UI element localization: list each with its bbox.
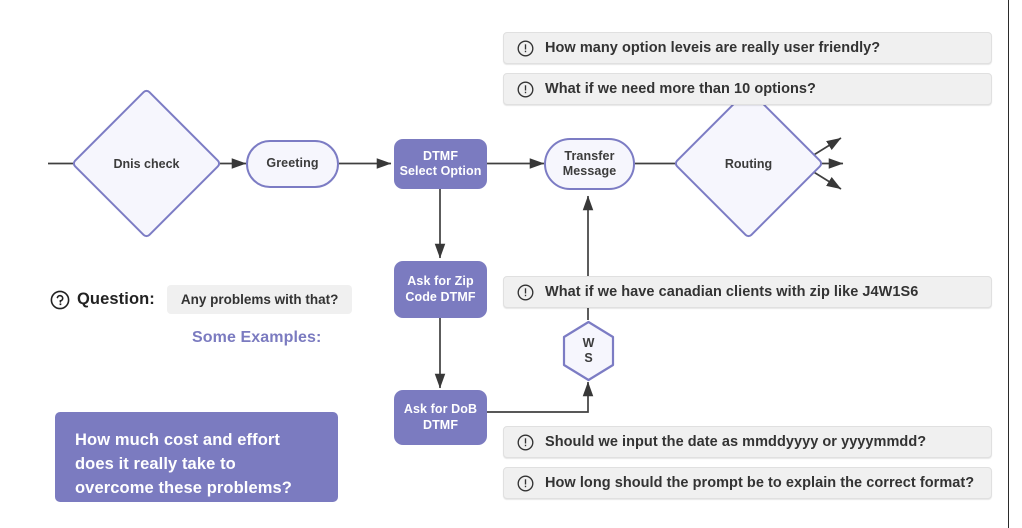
flow-node-label-line1: Transfer <box>564 148 615 163</box>
exclamation-circle-icon <box>517 40 534 57</box>
flow-node-label: W S <box>561 320 616 382</box>
flow-node-label-line1: W <box>582 336 595 351</box>
exclamation-circle-icon <box>517 434 534 451</box>
flow-node-dnis-check[interactable]: Dnis check <box>70 87 223 240</box>
callout-canadian-zip[interactable]: What if we have canadian clients with zi… <box>503 276 992 308</box>
flow-node-transfer-message[interactable]: Transfer Message <box>544 138 635 190</box>
question-pill[interactable]: Any problems with that? <box>166 285 353 314</box>
flow-node-label-line1: DTMF <box>422 148 459 163</box>
slide-right-edge <box>1008 0 1009 528</box>
flow-node-label-line2: DTMF <box>422 417 459 432</box>
flow-node-label: DTMF Select Option <box>400 149 482 180</box>
flow-node-label-line2: S <box>584 351 593 365</box>
flow-node-label-line2: Message <box>562 164 617 178</box>
callout-date-format[interactable]: Should we input the date as mmddyyyy or … <box>503 426 992 458</box>
flow-node-greeting[interactable]: Greeting <box>246 140 339 188</box>
callout-text: What if we have canadian clients with zi… <box>545 284 919 300</box>
statement-box: How much cost and effort does it really … <box>55 412 338 502</box>
callout-text: How long should the prompt be to explain… <box>545 475 975 491</box>
flow-node-dtmf-select-option[interactable]: DTMF Select Option <box>394 139 487 189</box>
flow-node-label: Transfer Message <box>563 149 617 180</box>
callout-more-than-10[interactable]: What if we need more than 10 options? <box>503 73 992 105</box>
flow-node-routing[interactable]: Routing <box>672 87 825 240</box>
flow-node-label: Ask for DoB DTMF <box>404 402 477 433</box>
exclamation-circle-icon <box>517 475 534 492</box>
hexagon-shape <box>562 320 615 382</box>
question-circle-icon <box>50 290 70 310</box>
flow-node-label-line2: Code DTMF <box>405 289 476 304</box>
exclamation-circle-icon <box>517 81 534 98</box>
callout-text: Should we input the date as mmddyyyy or … <box>545 434 927 450</box>
flow-node-ws[interactable]: W S <box>561 320 616 382</box>
question-row: Question: Any problems with that? <box>50 285 353 314</box>
flow-node-label: Dnis check <box>113 156 180 171</box>
flow-node-ask-for-zip-code-dtmf[interactable]: Ask for Zip Code DTMF <box>394 261 487 318</box>
callout-text: What if we need more than 10 options? <box>545 81 816 97</box>
flow-node-label-line2: Select Option <box>399 164 482 178</box>
callout-option-levels[interactable]: How many option leveis are really user f… <box>503 32 992 64</box>
callout-prompt-length[interactable]: How long should the prompt be to explain… <box>503 467 992 499</box>
question-label: Question: <box>77 290 155 308</box>
some-examples-label: Some Examples: <box>192 329 322 346</box>
callout-text: How many option leveis are really user f… <box>545 40 881 56</box>
flow-node-ask-for-dob-dtmf[interactable]: Ask for DoB DTMF <box>394 390 487 445</box>
flow-node-label-line1: Ask for DoB <box>403 402 478 417</box>
flow-node-label: Ask for Zip Code DTMF <box>405 274 475 305</box>
flow-node-label: Greeting <box>266 156 319 171</box>
exclamation-circle-icon <box>517 284 534 301</box>
flow-node-label-line1: Ask for Zip <box>407 274 474 289</box>
flow-node-label: Routing <box>724 156 773 171</box>
